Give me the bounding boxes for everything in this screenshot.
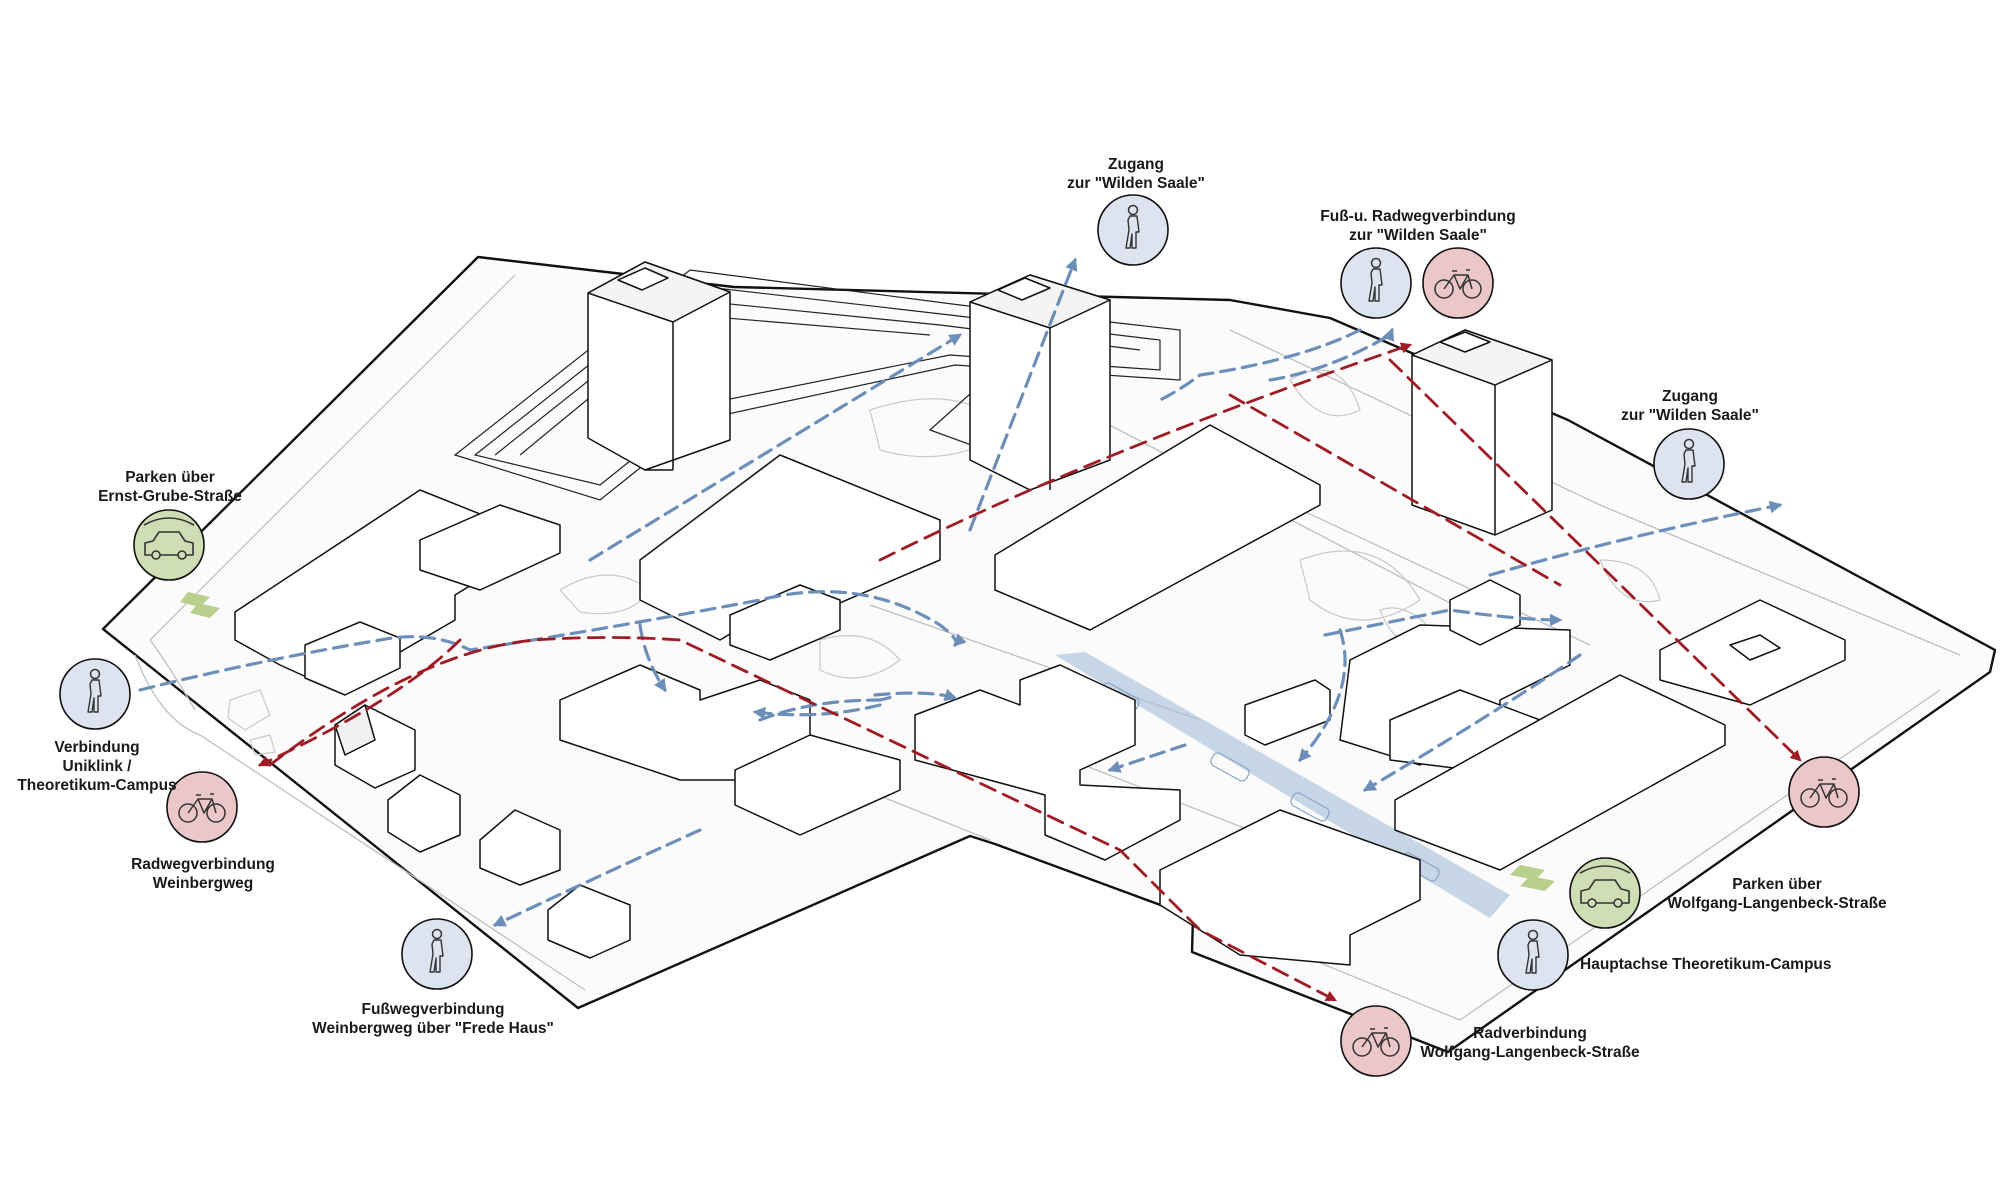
marker-uniklink — [59, 658, 131, 730]
label-radweg-weinberg: Radwegverbindung Weinbergweg — [131, 856, 275, 892]
marker-zugang-right — [1653, 428, 1725, 500]
marker-fussweg-frede — [401, 918, 473, 990]
label-radverbindung-wolfgang: Radverbindung Wolfgang-Langenbeck-Straße — [1420, 1025, 1640, 1061]
label-parken-wolfgang: Parken über Wolfgang-Langenbeck-Straße — [1667, 876, 1887, 912]
label-zugang-top: Zugang zur "Wilden Saale" — [1067, 156, 1205, 192]
bike-routes — [257, 342, 1802, 1002]
marker-fuss-top — [1340, 247, 1412, 319]
marker-rad-right — [1788, 756, 1860, 828]
marker-parken-wolfgang — [1569, 857, 1641, 929]
label-fuss-rad-top: Fuß-u. Radwegverbindung zur "Wilden Saal… — [1320, 208, 1516, 244]
label-verbindung-uniklink: Verbindung Uniklink / Theoretikum-Campus — [17, 739, 177, 794]
label-zugang-right: Zugang zur "Wilden Saale" — [1621, 388, 1759, 424]
marker-hauptachse — [1497, 919, 1569, 991]
marker-radverbindung-wolfgang — [1340, 1005, 1412, 1077]
label-fussweg-frede: Fußwegverbindung Weinbergweg über "Frede… — [312, 1001, 554, 1037]
marker-radweg-weinberg — [166, 771, 238, 843]
pedestrian-routes — [138, 257, 1783, 927]
label-hauptachse: Hauptachse Theoretikum-Campus — [1580, 956, 1832, 973]
marker-zugang-top — [1097, 194, 1169, 266]
crossing-stripes — [180, 592, 1555, 891]
marker-parken-ernst — [133, 509, 205, 581]
marker-rad-top — [1422, 247, 1494, 319]
label-parken-ernst: Parken über Ernst-Grube-Straße — [98, 469, 242, 505]
